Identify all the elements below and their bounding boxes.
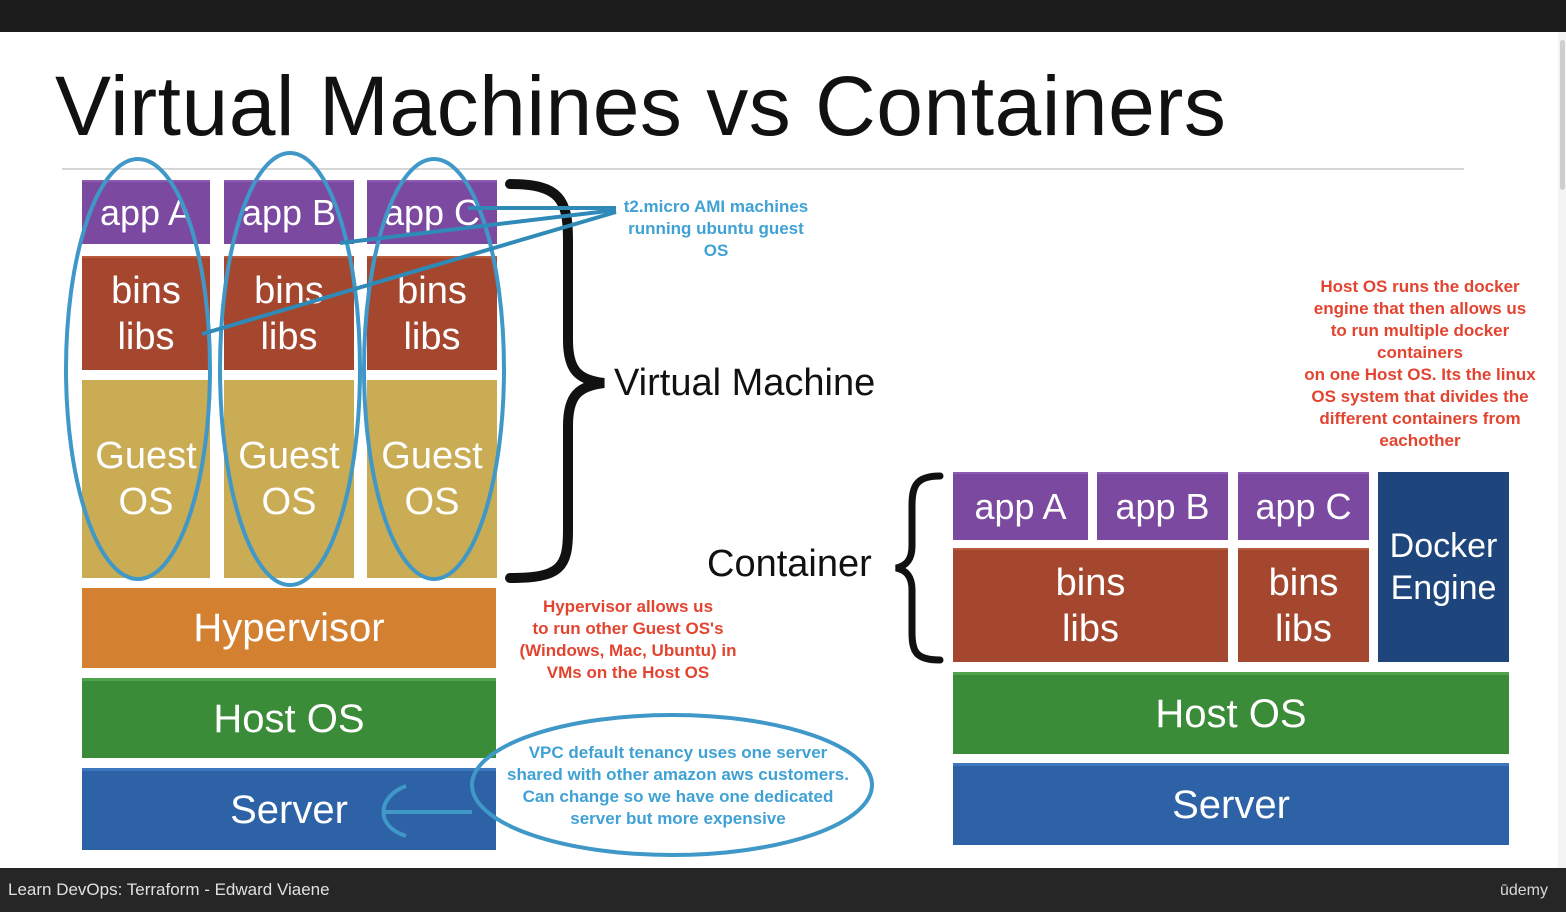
note-line: t2.micro AMI machines: [623, 197, 809, 216]
libs-label: libs: [260, 316, 318, 358]
libs-label: libs: [1274, 608, 1333, 650]
guest-label: Guest: [95, 435, 197, 477]
container-server: Server: [953, 763, 1509, 845]
slide-title: Virtual Machines vs Containers: [55, 59, 1227, 153]
top-bar: [0, 0, 1566, 32]
bins-label: bins: [1055, 562, 1126, 604]
vm-bins-libs-b: bins libs: [224, 256, 354, 370]
scrollbar[interactable]: [1558, 32, 1566, 868]
note-line: running ubuntu guest: [628, 219, 804, 238]
libs-label: libs: [117, 316, 175, 358]
vm-app-b: app B: [224, 180, 354, 244]
note-line: OS system that divides the: [1311, 387, 1529, 406]
player-bottom-bar: [0, 868, 1566, 912]
vm-brace: [505, 179, 605, 583]
note-line: containers: [1377, 343, 1463, 362]
os-label: OS: [118, 481, 174, 523]
vm-server: Server: [82, 768, 496, 850]
note-line: VMs on the Host OS: [546, 663, 710, 682]
bins-label: bins: [1268, 562, 1339, 604]
docker-line2: Engine: [1390, 569, 1497, 607]
scrollbar-thumb[interactable]: [1560, 40, 1565, 190]
bins-label: bins: [111, 270, 181, 312]
bins-label: bins: [397, 270, 467, 312]
note-line: (Windows, Mac, Ubuntu) in: [519, 641, 737, 660]
note-line: shared with other amazon aws customers.: [507, 765, 849, 784]
docker-note: Host OS runs the docker engine that then…: [1292, 276, 1548, 452]
vpc-note-bubble: [470, 713, 874, 857]
libs-label: libs: [1061, 608, 1120, 650]
course-title: Learn DevOps: Terraform - Edward Viaene: [8, 880, 330, 899]
vm-bins-libs-a: bins libs: [82, 256, 210, 370]
vm-hypervisor: Hypervisor: [82, 588, 496, 668]
bins-label: bins: [254, 270, 324, 312]
note-line: different containers from: [1319, 409, 1521, 428]
container-brace: [895, 472, 944, 664]
container-label: Container: [707, 543, 872, 585]
os-label: OS: [261, 481, 317, 523]
note-line: OS: [703, 241, 729, 260]
note-line: engine that then allows us: [1313, 299, 1527, 318]
guest-label: Guest: [381, 435, 483, 477]
note-line: Host OS runs the docker: [1320, 277, 1520, 296]
docker-engine: Docker Engine: [1378, 472, 1509, 662]
udemy-logo[interactable]: ūdemy: [1499, 882, 1548, 899]
vm-guest-os-c: Guest OS: [367, 380, 497, 578]
note-line: VPC default tenancy uses one server: [528, 743, 828, 762]
container-bins-libs-1: bins libs: [953, 548, 1228, 662]
vm-app-a: app A: [82, 180, 210, 244]
t2micro-note: t2.micro AMI machines running ubuntu gue…: [600, 196, 832, 262]
note-line: Can change so we have one dedicated: [522, 787, 834, 806]
title-divider: [62, 168, 1464, 170]
vm-b-highlight: [218, 151, 362, 587]
os-label: OS: [404, 481, 460, 523]
vm-guest-os-a: Guest OS: [82, 380, 210, 578]
pointer-line-b: [339, 208, 617, 245]
note-line: server but more expensive: [570, 809, 786, 828]
container-bins-libs-2: bins libs: [1238, 548, 1369, 662]
docker-line1: Docker: [1389, 527, 1498, 565]
vm-bins-libs-c: bins libs: [367, 256, 497, 370]
container-app-a: app A: [953, 472, 1088, 540]
pointer-line-a: [201, 210, 617, 336]
vpc-note: VPC default tenancy uses one server shar…: [478, 742, 878, 830]
note-line: to run multiple docker: [1330, 321, 1510, 340]
virtual-machine-label: Virtual Machine: [614, 362, 876, 404]
container-app-b: app B: [1097, 472, 1228, 540]
hypervisor-note: Hypervisor allows us to run other Guest …: [500, 596, 756, 684]
container-host-os: Host OS: [953, 672, 1509, 754]
vpc-arrow-head: [381, 784, 407, 838]
libs-label: libs: [403, 316, 461, 358]
vm-c-highlight: [362, 157, 506, 581]
note-line: on one Host OS. Its the linux: [1304, 365, 1536, 384]
vm-host-os: Host OS: [82, 678, 496, 758]
vm-a-highlight: [64, 157, 212, 581]
note-line: eachother: [1379, 431, 1461, 450]
container-app-c: app C: [1238, 472, 1369, 540]
note-line: Hypervisor allows us: [542, 597, 714, 616]
guest-label: Guest: [238, 435, 340, 477]
note-line: to run other Guest OS's: [532, 619, 724, 638]
